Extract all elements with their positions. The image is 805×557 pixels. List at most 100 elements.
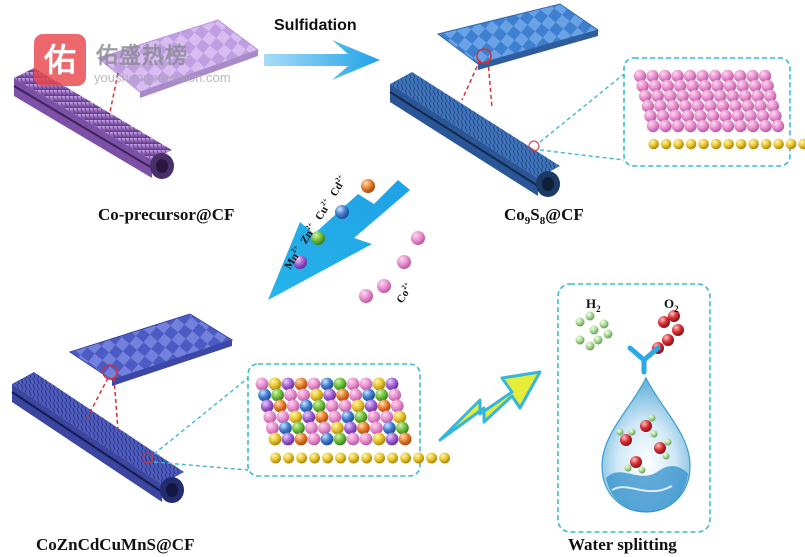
- metal-sphere: [684, 119, 697, 133]
- metal-sphere: [388, 388, 401, 402]
- co9s8-zoom-line: [461, 59, 481, 101]
- co-ion: [411, 231, 425, 245]
- high-entropy-zoom-line-2: [113, 377, 119, 431]
- precursor-mesh: [96, 19, 260, 98]
- metal-sphere: [689, 89, 702, 103]
- metal-sphere: [396, 421, 409, 435]
- metal-sphere: [333, 377, 347, 391]
- metal-sphere: [276, 410, 290, 424]
- metal-sphere: [701, 89, 714, 103]
- h2-label: H2: [586, 296, 601, 314]
- co9s8-callout-line-top: [539, 73, 625, 143]
- metal-sphere: [299, 399, 313, 413]
- co-ion: [397, 255, 411, 269]
- metal-sphere: [255, 377, 269, 391]
- sulfur-sphere: [283, 452, 295, 464]
- metal-sphere: [393, 410, 407, 424]
- metal-sphere: [698, 79, 712, 93]
- metal-sphere: [756, 109, 770, 123]
- metal-sphere: [349, 388, 362, 402]
- metal-sphere: [312, 399, 326, 413]
- sulfur-sphere: [413, 452, 425, 464]
- metal-sphere: [673, 79, 687, 93]
- h2-molecule: [589, 325, 599, 335]
- metal-sphere: [659, 119, 672, 133]
- watermark-name: 佑盛热榜: [96, 44, 189, 69]
- metal-sphere: [370, 421, 383, 435]
- metal-sphere: [654, 99, 667, 113]
- metal-sphere: [385, 432, 399, 446]
- o2-molecule: [658, 316, 670, 328]
- metal-sphere: [268, 377, 282, 391]
- metal-sphere: [344, 421, 357, 435]
- sulfur-sphere: [673, 138, 684, 150]
- sulfur-sphere: [270, 452, 282, 464]
- metal-sphere: [721, 119, 735, 133]
- metal-sphere: [320, 432, 334, 446]
- metal-sphere: [704, 99, 717, 113]
- metal-sphere: [729, 99, 742, 113]
- water-molecule-atom: [650, 430, 658, 438]
- metal-sphere: [661, 79, 674, 93]
- metal-sphere: [716, 99, 729, 113]
- metal-sphere: [739, 89, 752, 103]
- water-drop-icon: [601, 376, 691, 513]
- metal-sphere: [731, 109, 745, 123]
- co9s8-lattice: [633, 69, 805, 150]
- metal-sphere: [346, 377, 360, 391]
- metal-sphere: [297, 388, 310, 402]
- metal-sphere: [736, 79, 749, 93]
- co9s8-zoom-line-2: [487, 59, 493, 109]
- co9s8-callout-line-bottom: [539, 149, 625, 161]
- metal-sphere: [721, 69, 734, 83]
- h2-molecule: [599, 319, 609, 329]
- water-molecule-atom: [664, 438, 672, 446]
- metal-sphere: [679, 99, 692, 113]
- metal-sphere: [315, 410, 329, 424]
- metal-sphere: [390, 399, 404, 413]
- sulfur-sphere: [723, 138, 734, 150]
- metal-sphere: [294, 377, 308, 391]
- cation-labels: Mn2+ Zn2+ Cu2+ Cd2+: [282, 173, 349, 272]
- metal-sphere: [751, 89, 764, 103]
- cd-ion-label: Cd2+: [326, 173, 349, 199]
- metal-sphere: [734, 119, 747, 133]
- metal-sphere: [636, 79, 649, 93]
- metal-sphere: [741, 99, 754, 113]
- metal-sphere: [284, 388, 297, 402]
- metal-sphere: [723, 79, 737, 93]
- metal-sphere: [746, 119, 760, 133]
- metal-sphere: [706, 109, 720, 123]
- metal-sphere: [746, 69, 759, 83]
- metal-sphere: [302, 410, 316, 424]
- metal-sphere: [696, 119, 710, 133]
- co-ion: [377, 279, 391, 293]
- metal-sphere: [271, 388, 284, 402]
- metal-sphere: [273, 399, 287, 413]
- metal-sphere: [268, 432, 282, 446]
- metal-sphere: [651, 89, 664, 103]
- cu-ion: [335, 205, 349, 219]
- metal-sphere: [766, 99, 779, 113]
- sulfidation-label: Sulfidation: [274, 17, 357, 34]
- sulfur-sphere: [374, 452, 386, 464]
- sulfur-sphere: [400, 452, 412, 464]
- precursor-rod: [13, 68, 174, 179]
- metal-sphere: [328, 410, 342, 424]
- metal-sphere: [357, 421, 370, 435]
- metal-sphere: [664, 89, 677, 103]
- metal-sphere: [338, 399, 352, 413]
- metal-sphere: [364, 399, 378, 413]
- co-ion: [359, 289, 373, 303]
- precursor-label: Co-precursor@CF: [98, 205, 234, 224]
- metal-sphere: [281, 432, 295, 446]
- water-molecule-atom: [616, 428, 624, 436]
- o2-molecule: [662, 334, 674, 346]
- metal-sphere: [648, 79, 662, 93]
- metal-sphere: [359, 377, 373, 391]
- metal-sphere: [671, 69, 684, 83]
- ion-spheres: [293, 179, 425, 303]
- metal-sphere: [359, 432, 373, 446]
- metal-sphere: [372, 377, 386, 391]
